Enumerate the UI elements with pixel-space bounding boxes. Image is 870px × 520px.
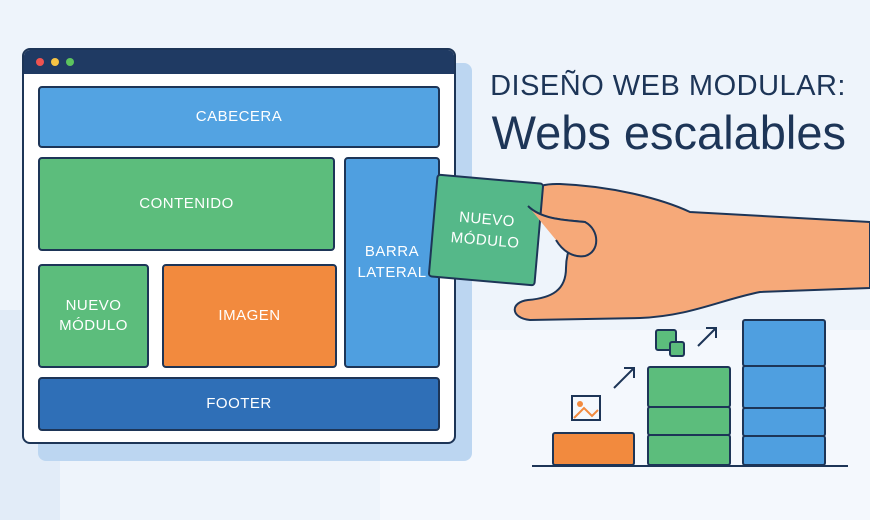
maximize-dot-icon[interactable] — [66, 58, 74, 66]
content-module: CONTENIDO — [38, 157, 335, 251]
close-dot-icon[interactable] — [36, 58, 44, 66]
header-module: CABECERA — [38, 86, 440, 148]
sidebar-module: BARRA LATERAL — [344, 157, 440, 368]
new-module-label: NUEVO MÓDULO — [59, 296, 128, 334]
baseline — [532, 465, 848, 467]
stack-3-block — [742, 407, 826, 437]
window-titlebar — [24, 50, 454, 74]
heading-line-1: DISEÑO WEB MODULAR: — [490, 70, 846, 102]
module-icon — [655, 329, 685, 357]
image-icon — [571, 395, 601, 421]
new-module-block: NUEVO MÓDULO — [38, 264, 149, 368]
footer-module: FOOTER — [38, 377, 440, 431]
arrow-up-right-icon — [697, 327, 717, 347]
arrow-up-right-icon — [613, 367, 635, 389]
minimize-dot-icon[interactable] — [51, 58, 59, 66]
image-module: IMAGEN — [162, 264, 337, 368]
thumb-shape — [527, 205, 598, 258]
stack-2-block — [647, 366, 731, 408]
sidebar-label: BARRA LATERAL — [357, 243, 427, 281]
stack-3-block — [742, 319, 826, 367]
heading-line-2: Webs escalables — [491, 106, 846, 159]
page-heading: DISEÑO WEB MODULAR: Webs escalables — [490, 70, 846, 160]
